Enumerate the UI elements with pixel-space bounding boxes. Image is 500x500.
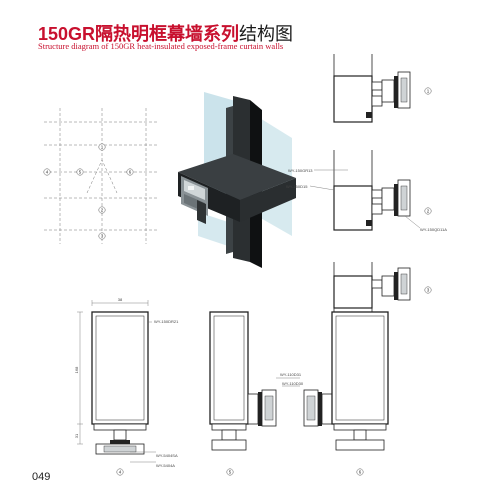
- grid-marker: 3: [98, 232, 106, 240]
- elevation-opening-chevron: [86, 159, 118, 194]
- section-marker-1: 1: [427, 89, 430, 94]
- title-red-text: 隔热明框幕墙系列: [95, 24, 240, 44]
- section-marker: 6: [356, 468, 364, 476]
- dimension-height-main: 168: [74, 366, 79, 373]
- section-marker-3: 3: [427, 288, 430, 293]
- title-black-text: 结构图: [239, 24, 294, 44]
- section-profile-1: [333, 54, 411, 123]
- section-marker: 1: [424, 87, 432, 95]
- elevation-grid: [44, 108, 158, 244]
- section-profile-6: [303, 311, 389, 451]
- label-wy-150gr13: WY-150GR13: [288, 168, 313, 173]
- label-wy-150dr21: WY-150DR21: [154, 319, 179, 324]
- dimension-lines: [77, 300, 156, 463]
- section-profile-3: [333, 262, 411, 316]
- grid-marker: 4: [43, 168, 51, 176]
- section-marker: 4: [116, 468, 124, 476]
- dimension-width-top: 38: [118, 297, 123, 302]
- grid-marker: 5: [76, 168, 84, 176]
- grid-marker: 6: [126, 168, 134, 176]
- isometric-joint-render: [178, 92, 296, 268]
- page-title: 150GR隔热明框幕墙系列结构图: [38, 20, 293, 46]
- grid-marker-1: 1: [101, 145, 104, 150]
- label-wy-5404sa: WY-5404SA: [156, 453, 178, 458]
- leader-lines: [276, 377, 300, 387]
- section-marker-5: 5: [229, 470, 232, 475]
- grid-marker-4: 4: [46, 170, 49, 175]
- grid-marker: 2: [98, 206, 106, 214]
- dimension-height-bottom: 31: [74, 433, 79, 438]
- section-marker-2: 2: [427, 209, 430, 214]
- section-profile-5: [209, 311, 277, 451]
- label-wy-110d31: WY-110D31: [280, 372, 302, 377]
- label-wy-110d30: WY-110D30: [282, 381, 304, 386]
- title-prefix: 150GR: [38, 24, 96, 44]
- section-marker: 5: [226, 468, 234, 476]
- grid-marker-2: 2: [101, 208, 104, 213]
- section-marker: 2: [424, 207, 432, 215]
- label-wy-150d15: WY-150D15: [286, 184, 308, 189]
- grid-marker-3: 3: [101, 234, 104, 239]
- grid-marker-6: 6: [129, 170, 132, 175]
- label-wy-5404a: WY-5404A: [156, 463, 175, 468]
- leader-lines: [309, 169, 421, 229]
- section-marker-4: 4: [119, 470, 122, 475]
- page-subtitle: Structure diagram of 150GR heat-insulate…: [38, 41, 284, 51]
- section-profile-2: [333, 150, 411, 231]
- section-profile-4: [91, 311, 149, 455]
- section-marker: 3: [424, 286, 432, 294]
- section-marker-6: 6: [359, 470, 362, 475]
- page-number: 049: [32, 471, 51, 483]
- label-wy-150qd11a: WY-150QD11A: [420, 227, 447, 232]
- grid-marker: 1: [98, 143, 106, 151]
- grid-marker-5: 5: [79, 170, 82, 175]
